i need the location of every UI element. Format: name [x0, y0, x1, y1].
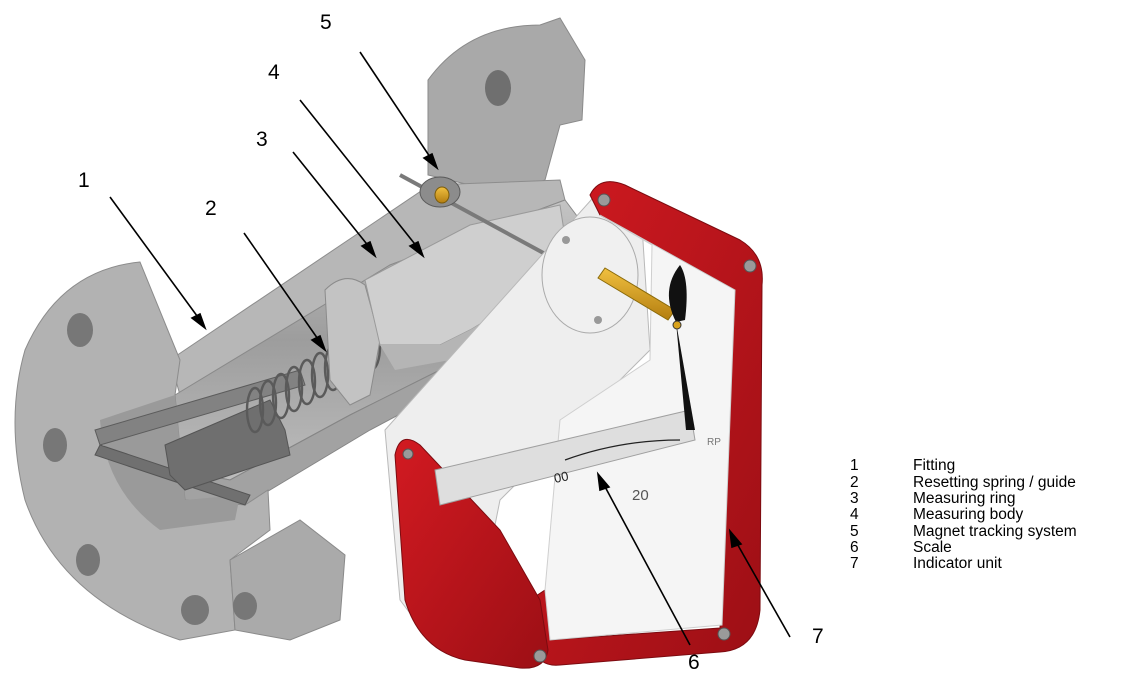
leader-4-arrow [408, 240, 425, 259]
callout-4: 4 [268, 61, 280, 84]
legend-number: 1 [850, 457, 859, 475]
legend-number: 2 [850, 473, 859, 491]
rear-flange-hole [485, 70, 511, 106]
parts-legend: 1 Fitting 2 Resetting spring / guide 3 M… [848, 458, 1144, 572]
magnet-core [434, 186, 450, 204]
legend-label: Fitting [913, 457, 956, 475]
leader-6-arrow [596, 471, 611, 492]
front-flange-hole-top [67, 313, 93, 347]
callout-1: 1 [78, 169, 90, 192]
scale-tick-00: 00 [553, 468, 570, 486]
leader-2 [243, 232, 321, 343]
scale-arc [564, 439, 681, 461]
legend-number: 5 [850, 522, 859, 540]
leader-7 [734, 539, 791, 638]
legend-number: 4 [850, 506, 859, 524]
front-flange-segment [229, 519, 346, 641]
housing-screw-bottom-right [717, 627, 731, 641]
scale-unit: RP [707, 437, 721, 448]
legend-item: 4 Measuring body [848, 507, 1144, 523]
magnet-tracking-system [399, 173, 561, 264]
legend-label: Scale [913, 538, 952, 556]
guide-cylinder [164, 399, 291, 491]
front-flange-hole-bottom [76, 544, 100, 576]
legend-label: Resetting spring / guide [913, 473, 1076, 491]
leader-1 [109, 196, 201, 321]
leader-5 [359, 51, 433, 161]
leader-1-arrow [190, 312, 207, 331]
leader-7-arrow [728, 528, 743, 549]
legend-label: Indicator unit [913, 555, 1002, 573]
leader-4 [299, 99, 419, 249]
callout-leaders [109, 51, 791, 646]
pointer-needle [676, 322, 695, 430]
callout-5: 5 [320, 11, 332, 34]
callout-2: 2 [205, 197, 217, 220]
legend-number: 7 [850, 555, 859, 573]
legend-item: 2 Resetting spring / guide [848, 474, 1144, 490]
flange-segment-hole [233, 592, 257, 620]
measuring-body-shade [380, 270, 572, 370]
leader-5-arrow [422, 152, 439, 171]
legend-item: 3 Measuring ring [848, 491, 1144, 507]
legend-item: 7 Indicator unit [848, 556, 1144, 572]
pointer-pivot [672, 320, 682, 330]
leader-3 [292, 151, 371, 249]
legend-label: Measuring body [913, 506, 1024, 524]
measuring-ring [324, 278, 381, 406]
callout-7: 7 [812, 625, 824, 648]
rear-flange [427, 17, 586, 196]
legend-label: Measuring ring [913, 489, 1016, 507]
legend-item: 5 Magnet tracking system [848, 523, 1144, 539]
scale-tick-20: 20 [632, 487, 649, 504]
leader-6 [602, 482, 691, 646]
callout-3: 3 [256, 128, 268, 151]
housing-screw-top [597, 193, 611, 207]
leader-2-arrow [310, 334, 327, 353]
housing-screw-left [402, 448, 414, 460]
housing-screw-bottom [533, 649, 547, 663]
legend-label: Magnet tracking system [913, 522, 1077, 540]
callout-6: 6 [688, 651, 700, 674]
legend-number: 6 [850, 538, 859, 556]
legend-item: 6 Scale [848, 539, 1144, 555]
indicator-red-bezel [394, 438, 549, 669]
front-flange-hole-left [43, 428, 67, 462]
front-flange-hole-right [181, 595, 209, 625]
pointer-vane [668, 265, 687, 322]
leader-3-arrow [360, 240, 377, 259]
follower-disc [541, 216, 639, 334]
follower-disc-bolt-1 [562, 236, 570, 244]
legend-number: 3 [850, 489, 859, 507]
legend-item: 1 Fitting [848, 458, 1144, 474]
housing-screw-right [743, 259, 757, 273]
indicator-unit: 00 20 RP [384, 181, 763, 669]
scale-plate [434, 409, 696, 506]
follower-disc-bolt-2 [594, 316, 602, 324]
